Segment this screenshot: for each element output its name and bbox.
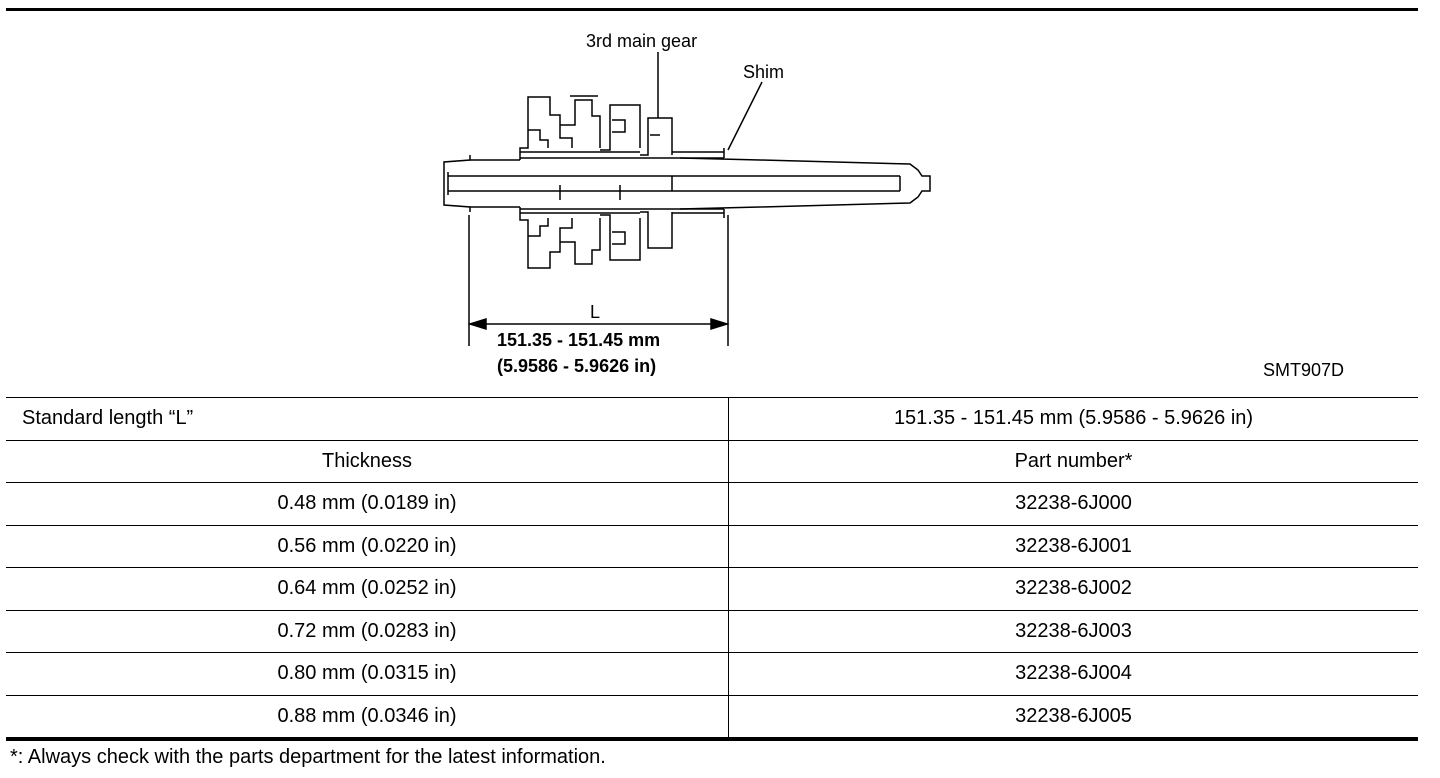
part-number-cell: 32238-6J000 [728, 482, 1418, 525]
standard-length-row: Standard length “L” 151.35 - 151.45 mm (… [6, 397, 1418, 440]
top-rule [6, 8, 1418, 11]
table-row: 0.80 mm (0.0315 in) 32238-6J004 [6, 652, 1418, 695]
dimension-L [467, 215, 730, 346]
thickness-cell: 0.56 mm (0.0220 in) [6, 524, 729, 568]
label-L: L [590, 302, 600, 322]
label-shim: Shim [743, 62, 784, 82]
table-row: 0.88 mm (0.0346 in) 32238-6J005 [6, 694, 1418, 737]
header-thickness: Thickness [6, 439, 729, 483]
thickness-cell: 0.80 mm (0.0315 in) [6, 652, 729, 695]
shaft-diagram: 3rd main gear Shim L 151.35 - 151.45 mm … [443, 31, 1344, 380]
shim-spec-table: Standard length “L” 151.35 - 151.45 mm (… [6, 397, 1418, 737]
table-header-row: Thickness Part number* [6, 439, 1418, 483]
standard-length-label: Standard length “L” [6, 397, 729, 440]
table-row: 0.48 mm (0.0189 in) 32238-6J000 [6, 482, 1418, 525]
dimension-in: (5.9586 - 5.9626 in) [497, 356, 656, 376]
thickness-cell: 0.88 mm (0.0346 in) [6, 694, 729, 737]
leader-lines [657, 52, 763, 151]
part-number-cell: 32238-6J003 [728, 609, 1418, 653]
header-part-number: Part number* [728, 439, 1418, 483]
footnote: *: Always check with the parts departmen… [10, 746, 606, 768]
thickness-cell: 0.72 mm (0.0283 in) [6, 609, 729, 653]
part-number-cell: 32238-6J005 [728, 694, 1418, 737]
gear-cluster-bottom [519, 207, 725, 269]
part-number-cell: 32238-6J004 [728, 652, 1418, 695]
table-row: 0.56 mm (0.0220 in) 32238-6J001 [6, 524, 1418, 568]
dimension-mm: 151.35 - 151.45 mm [497, 330, 660, 350]
table-row: 0.64 mm (0.0252 in) 32238-6J002 [6, 567, 1418, 610]
gear-cluster-top [519, 95, 725, 160]
label-3rd-main-gear: 3rd main gear [586, 31, 697, 51]
part-number-cell: 32238-6J002 [728, 567, 1418, 610]
standard-length-value: 151.35 - 151.45 mm (5.9586 - 5.9626 in) [728, 397, 1418, 440]
figure-code: SMT907D [1263, 360, 1344, 380]
part-number-cell: 32238-6J001 [728, 524, 1418, 568]
main-shaft [443, 155, 931, 212]
thickness-cell: 0.64 mm (0.0252 in) [6, 567, 729, 610]
thickness-cell: 0.48 mm (0.0189 in) [6, 482, 729, 525]
table-row: 0.72 mm (0.0283 in) 32238-6J003 [6, 609, 1418, 653]
bottom-rule [6, 737, 1418, 741]
